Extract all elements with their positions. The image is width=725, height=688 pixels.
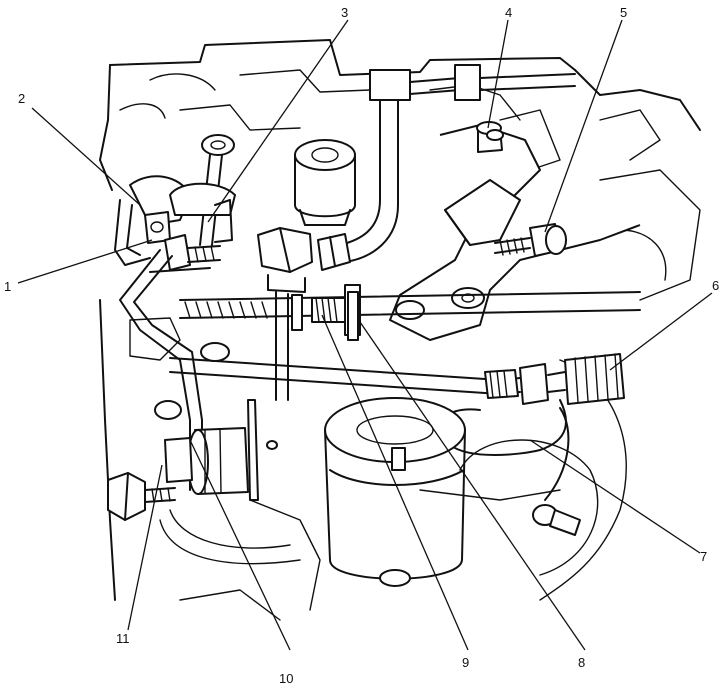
upper-link: [169, 134, 236, 246]
callout-10: 10: [279, 671, 293, 686]
hex-bolt-lower: [107, 400, 193, 521]
misc-fittings: [159, 129, 561, 565]
hex-nut-bolt: [257, 227, 313, 401]
lower-cable: [169, 357, 521, 399]
fuel-hose: [339, 64, 576, 263]
adjust-stud: [494, 223, 567, 257]
filter-cylinder: [324, 397, 466, 587]
callout-labels: 3 4 5 2 1 6 7 8 9 10 11: [4, 5, 719, 686]
callout-9: 9: [462, 655, 469, 670]
throttle-rod: [179, 284, 641, 341]
cable-loop: [439, 399, 581, 536]
callout-8: 8: [578, 655, 585, 670]
callout-4: 4: [505, 5, 512, 20]
callout-2: 2: [18, 91, 25, 106]
lever-bracket: [389, 121, 641, 341]
hose-coupling: [317, 233, 351, 271]
callout-5: 5: [620, 5, 627, 20]
leader-lines: [17, 19, 713, 651]
callout-7: 7: [700, 549, 707, 564]
callout-11: 11: [116, 631, 130, 646]
callout-6: 6: [712, 278, 719, 293]
callout-3: 3: [341, 5, 348, 20]
callout-1: 1: [4, 279, 11, 294]
damper-cap: [294, 139, 356, 226]
collar-bushing: [187, 399, 259, 501]
knurled-adjuster: [519, 353, 625, 405]
